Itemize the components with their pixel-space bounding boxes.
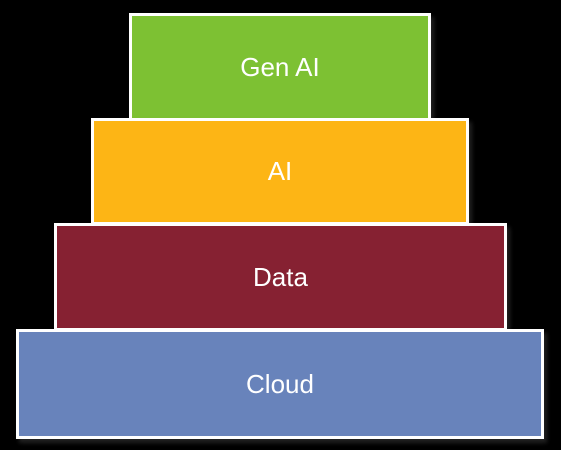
tier-data-label: Data bbox=[253, 261, 308, 292]
tier-ai: AI bbox=[91, 118, 469, 225]
tier-gen-ai: Gen AI bbox=[129, 13, 431, 121]
tier-ai-label: AI bbox=[267, 156, 293, 186]
tier-cloud-label: Cloud bbox=[246, 368, 314, 399]
tier-gen-ai-label: Gen AI bbox=[240, 51, 320, 82]
tier-data: Data bbox=[54, 223, 507, 331]
tier-cloud: Cloud bbox=[16, 329, 544, 439]
